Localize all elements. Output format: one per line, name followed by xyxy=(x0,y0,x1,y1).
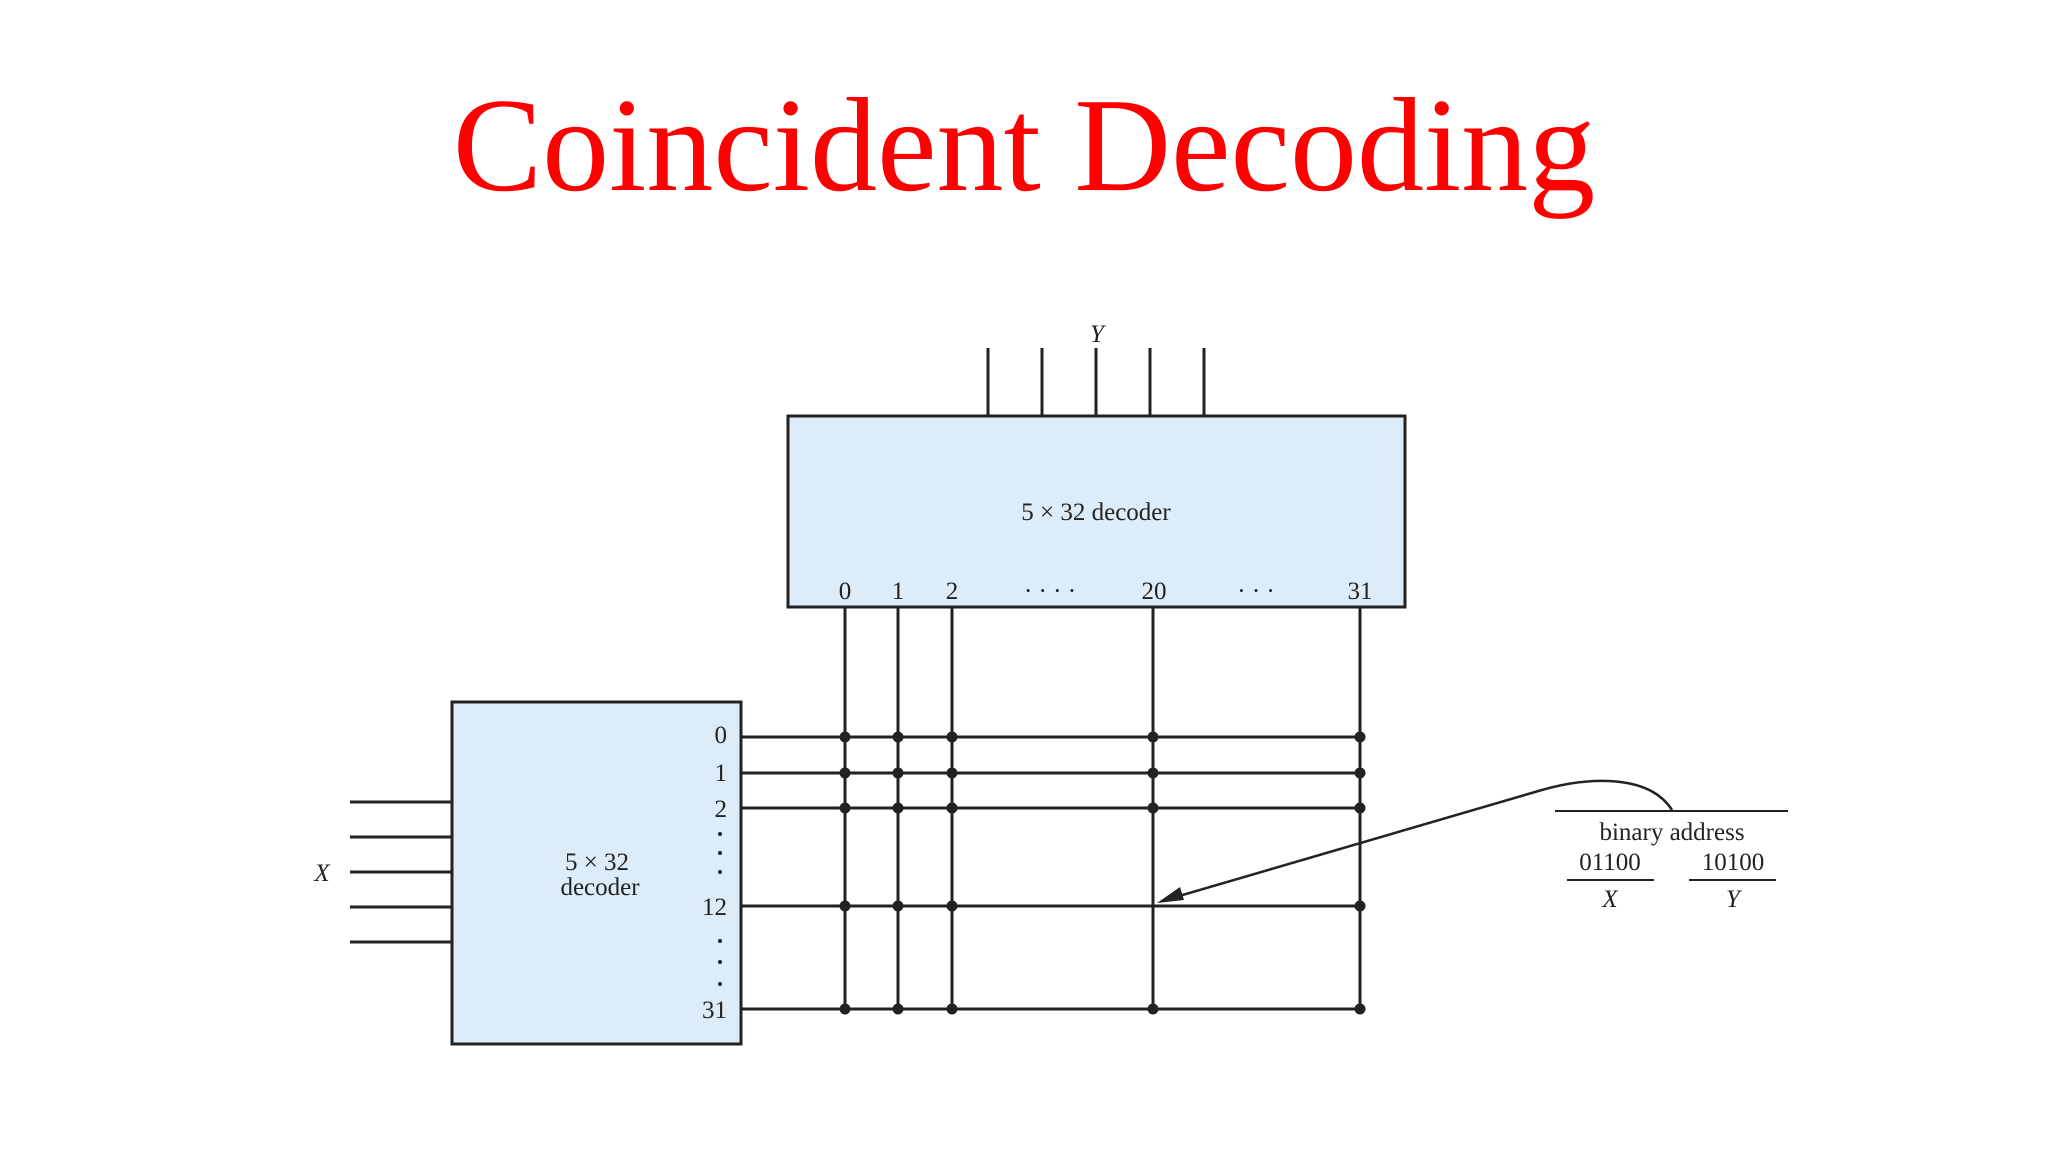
top-output-0: 0 xyxy=(839,578,852,605)
top-decoder-label: 5 × 32 decoder xyxy=(1021,499,1171,526)
junction-dots xyxy=(839,731,1366,1015)
top-decoder-box xyxy=(786,414,1407,609)
left-output-1: 1 xyxy=(715,760,728,787)
x-input-label: X xyxy=(313,860,331,887)
left-decoder-box xyxy=(450,700,743,1046)
left-output-dots-lower xyxy=(718,939,722,986)
y-address-bits: 10100 xyxy=(1702,849,1765,876)
binary-address-title: binary address xyxy=(1599,819,1744,846)
left-output-2: 2 xyxy=(715,796,728,823)
selection-arrow xyxy=(1157,779,1674,903)
x-address-bits: 01100 xyxy=(1579,849,1641,876)
top-output-dots-2: · · · xyxy=(1237,578,1274,605)
y-input-lines xyxy=(986,348,1206,416)
x-address-label: X xyxy=(1601,886,1619,913)
binary-address-annotation: binary address 01100 10100 X Y xyxy=(1555,810,1788,913)
top-output-dots: · · · · xyxy=(1024,578,1076,605)
x-input-lines xyxy=(350,800,452,944)
slide-title: Coincident Decoding xyxy=(452,71,1596,219)
top-output-20: 20 xyxy=(1142,578,1167,605)
top-output-2: 2 xyxy=(946,578,959,605)
top-output-31: 31 xyxy=(1348,578,1373,605)
left-decoder-outputs: 0 1 2 12 31 xyxy=(702,722,727,1024)
left-output-31: 31 xyxy=(702,997,727,1024)
left-output-0: 0 xyxy=(715,722,728,749)
left-output-dots-upper xyxy=(718,832,722,874)
top-output-1: 1 xyxy=(892,578,905,605)
y-input-label: Y xyxy=(1090,321,1107,348)
left-decoder-label-line1: 5 × 32 xyxy=(565,849,629,876)
y-address-label: Y xyxy=(1726,886,1743,913)
left-decoder-label-line2: decoder xyxy=(560,874,640,901)
left-output-12: 12 xyxy=(702,894,727,921)
row-lines xyxy=(741,735,1360,1011)
top-decoder-outputs: 0 1 2 · · · · 20 · · · 31 xyxy=(839,578,1373,605)
